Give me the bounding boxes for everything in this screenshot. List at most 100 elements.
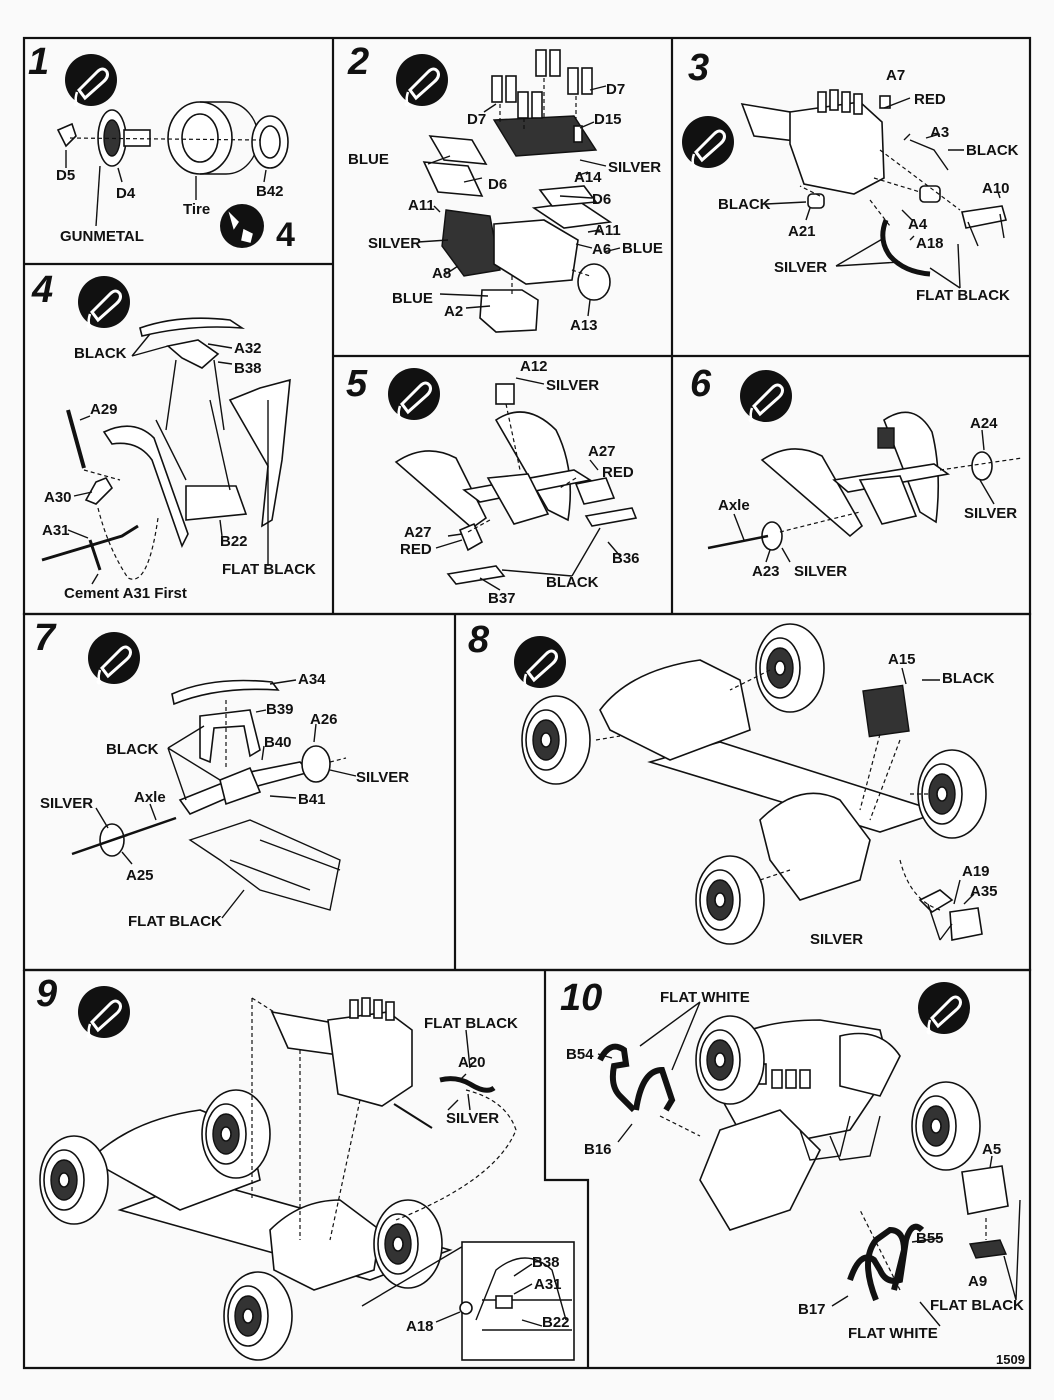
part-label: A35	[970, 883, 998, 900]
decal-icon	[219, 203, 265, 249]
glue-tube-icon	[916, 980, 972, 1036]
color-label: BLACK	[74, 345, 127, 362]
part-label: A14	[574, 169, 602, 186]
step-number: 7	[34, 617, 57, 659]
glue-tube-icon	[738, 368, 794, 424]
color-label: FLAT BLACK	[930, 1297, 1024, 1314]
color-label: BLACK	[718, 196, 771, 213]
color-label: BLACK	[942, 670, 995, 687]
part-label: B16	[584, 1141, 612, 1158]
part-label: A18	[406, 1318, 434, 1335]
part-label: A19	[962, 863, 990, 880]
step-1: 1 D5 D4 Tire B42 GUNMETAL 4	[28, 41, 295, 254]
part-label: A27	[404, 524, 432, 541]
engine-install-drawing	[39, 997, 517, 1361]
leader-lines	[435, 1029, 543, 1327]
step-number: 2	[347, 41, 369, 83]
leader-lines	[435, 377, 621, 591]
color-label: SILVER	[368, 235, 421, 252]
step-number: 8	[468, 619, 490, 661]
part-label: B38	[234, 360, 262, 377]
part-label: A5	[982, 1141, 1001, 1158]
color-label: SILVER	[608, 159, 661, 176]
step-number: 10	[560, 977, 602, 1019]
step-number: 9	[36, 973, 57, 1015]
panel-frames	[22, 36, 1032, 1370]
part-label: B17	[798, 1301, 826, 1318]
part-label: D6	[488, 176, 507, 193]
step-3: 3 A7 RED A3 BLACK A10 BLACK A21 A4 A18 S…	[680, 47, 1019, 304]
leader-lines	[901, 667, 975, 941]
color-label: SILVER	[446, 1110, 499, 1127]
color-label: FLAT WHITE	[848, 1325, 938, 1342]
part-label: D4	[116, 185, 136, 202]
color-label: BLUE	[622, 240, 663, 257]
step-number: 3	[688, 47, 709, 89]
suspension-drawing	[394, 383, 638, 585]
part-label: A29	[90, 401, 118, 418]
color-label: BLACK	[546, 574, 599, 591]
color-label: FLAT BLACK	[916, 287, 1010, 304]
step-number: 1	[28, 41, 49, 83]
step-number: 5	[346, 363, 368, 405]
glue-tube-icon	[680, 114, 736, 170]
color-label: GUNMETAL	[60, 228, 144, 245]
part-label: A3	[930, 124, 949, 141]
part-label: A11	[594, 222, 621, 239]
step-9: 9 FLAT BLACK A20 SILVER B38	[36, 973, 575, 1361]
color-label: BLACK	[966, 142, 1019, 159]
part-label: B37	[488, 590, 516, 607]
step-2: 2 D7 D7 D15 BLUE	[347, 41, 663, 334]
color-label: SILVER	[964, 505, 1017, 522]
wheel-assembly-drawing	[56, 101, 289, 227]
front-axle-drawing	[71, 679, 347, 911]
part-label: A27	[588, 443, 616, 460]
part-label: A9	[968, 1273, 987, 1290]
part-label: B22	[542, 1314, 570, 1331]
rear-axle-drawing	[707, 411, 1023, 551]
chassis-wheels-drawing	[521, 623, 987, 945]
step-4: 4 BLACK A32 B38 A29 A30 A31 B22 FLAT BLA…	[31, 269, 316, 602]
part-label: D5	[56, 167, 75, 184]
part-label: B40	[264, 734, 292, 751]
glue-tube-icon	[86, 630, 142, 686]
part-label: A21	[788, 223, 816, 240]
glue-tube-icon	[394, 52, 450, 108]
leader-lines	[597, 1001, 1021, 1327]
color-label: SILVER	[40, 795, 93, 812]
part-label: A2	[444, 303, 463, 320]
color-label: FLAT BLACK	[222, 561, 316, 578]
glue-tube-icon	[512, 634, 568, 690]
part-label: A31	[42, 522, 70, 539]
color-label: FLAT WHITE	[660, 989, 750, 1006]
part-label: A12	[520, 358, 548, 375]
rear-frame-drawing	[41, 317, 291, 580]
part-label: A18	[916, 235, 944, 252]
part-label: A23	[752, 563, 780, 580]
part-label: A32	[234, 340, 262, 357]
part-label: A11	[408, 197, 435, 214]
leader-lines	[765, 97, 1001, 289]
part-label: A8	[432, 265, 451, 282]
color-label: FLAT BLACK	[424, 1015, 518, 1032]
part-label: A24	[970, 415, 998, 432]
part-label: A34	[298, 671, 326, 688]
glue-tube-icon	[76, 984, 132, 1040]
engine-gearbox-drawing	[740, 89, 1008, 277]
leader-lines	[733, 429, 995, 563]
part-label: B22	[220, 533, 248, 550]
step-5: 5 A12 SILVER A27 RED A27 RED B36 BLACK B…	[346, 358, 640, 607]
part-label: B54	[566, 1046, 594, 1063]
part-label: B39	[266, 701, 294, 718]
step-10: 10 FLAT WHITE B54 B16 A5 B55 B17 A9 FLAT…	[560, 977, 1024, 1342]
part-label: A25	[126, 867, 154, 884]
leader-lines	[67, 333, 269, 585]
part-label: D7	[606, 81, 625, 98]
step-number: 4	[31, 269, 53, 311]
color-label: RED	[400, 541, 432, 558]
part-label: D15	[594, 111, 622, 128]
part-label: Tire	[183, 201, 210, 218]
glue-tube-icon	[76, 274, 132, 330]
color-label: BLUE	[392, 290, 433, 307]
axle-label: Axle	[134, 789, 166, 806]
